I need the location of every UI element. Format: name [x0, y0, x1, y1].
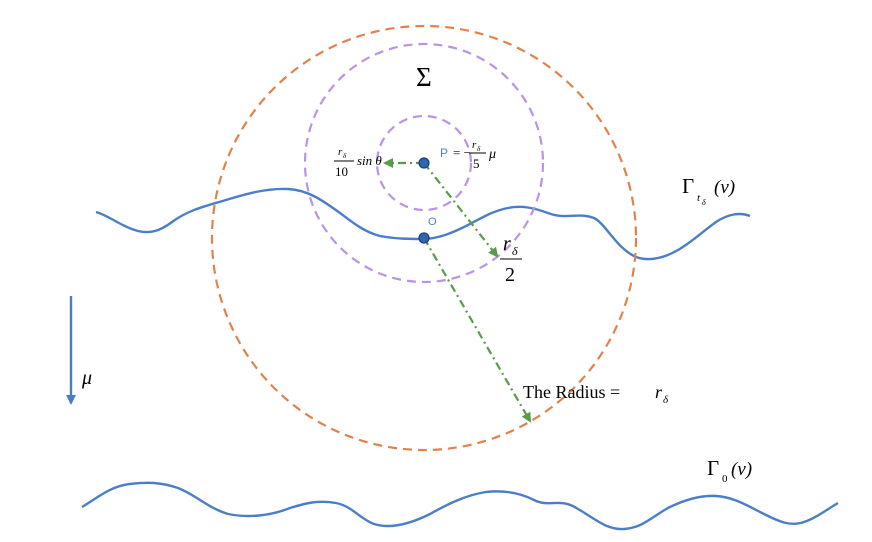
sigma-label: Σ	[416, 62, 432, 92]
svg-text:δ: δ	[343, 152, 347, 160]
svg-text:δ: δ	[477, 145, 481, 153]
svg-text:10: 10	[335, 164, 348, 179]
point-o	[418, 232, 430, 244]
svg-text:Γ: Γ	[707, 456, 719, 480]
r-half-label: r δ 2	[500, 233, 522, 286]
svg-text:Γ: Γ	[682, 174, 694, 198]
outer-circle	[210, 24, 638, 452]
svg-text:P: P	[440, 146, 448, 160]
svg-text:r: r	[655, 382, 663, 402]
svg-text:(v): (v)	[714, 177, 735, 198]
svg-text:5: 5	[473, 156, 480, 171]
svg-text:μ: μ	[488, 147, 496, 162]
gamma-t-curve	[95, 187, 751, 261]
svg-text:(v): (v)	[731, 459, 752, 480]
svg-text:2: 2	[505, 264, 515, 286]
svg-text:r: r	[338, 146, 343, 158]
svg-text:δ: δ	[702, 198, 706, 207]
svg-text:sin θ: sin θ	[357, 153, 382, 168]
sin-theta-label: r δ 10 sin θ	[334, 146, 382, 179]
mu-axis-label: μ	[81, 367, 92, 389]
gamma-t-label: Γ t δ (v)	[682, 174, 735, 207]
inner-circle	[375, 114, 473, 212]
radius-label: The Radius = r δ	[523, 382, 669, 406]
svg-text:δ: δ	[512, 244, 518, 258]
svg-text:r: r	[472, 139, 477, 151]
svg-text:0: 0	[722, 473, 728, 485]
gamma-0-label: Γ 0 (v)	[707, 456, 752, 485]
o-label: O	[428, 216, 437, 228]
middle-circle	[303, 42, 545, 284]
svg-text:r: r	[503, 233, 511, 255]
point-p	[418, 157, 430, 169]
svg-text:δ: δ	[663, 394, 669, 406]
arrow-p-to-r-half	[423, 162, 499, 258]
svg-text:= −: = −	[453, 145, 471, 160]
gamma-0-curve	[81, 481, 839, 531]
p-label: P = − r δ 5 μ	[440, 139, 496, 171]
svg-text:The Radius =: The Radius =	[523, 382, 620, 402]
svg-text:t: t	[697, 192, 701, 204]
